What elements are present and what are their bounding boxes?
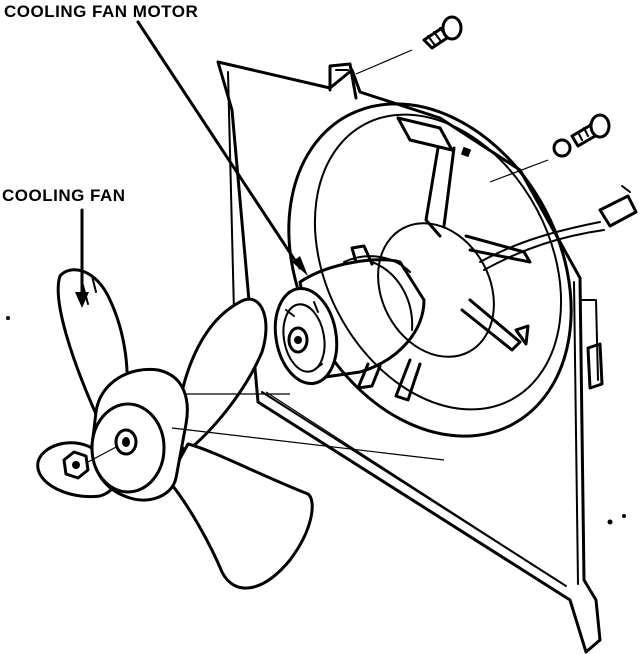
mounting-screws <box>355 15 611 183</box>
projection-lines <box>171 391 567 587</box>
cooling-fan <box>36 268 314 590</box>
screw-right <box>570 113 611 148</box>
label-cooling-fan: COOLING FAN <box>2 186 126 205</box>
screw-top <box>422 15 463 50</box>
cooling-fan-motor <box>273 244 426 390</box>
label-cooling-fan-motor: COOLING FAN MOTOR <box>4 2 199 21</box>
callout-leaders <box>75 20 308 308</box>
fan-shroud <box>6 60 638 654</box>
fan-nut <box>62 450 90 480</box>
